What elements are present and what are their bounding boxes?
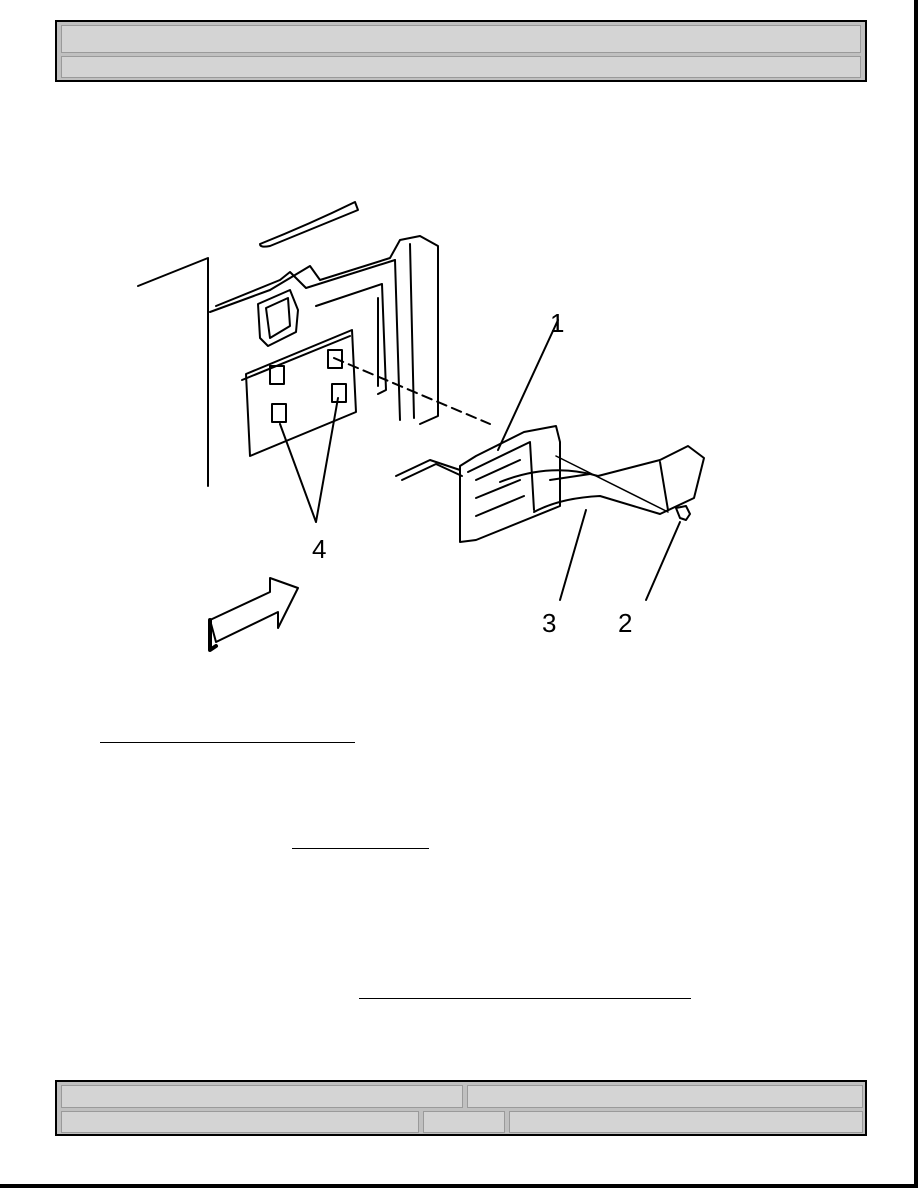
footer-cell-a [61, 1085, 463, 1108]
header-title-row [61, 25, 861, 53]
door-handle-diagram: 1 2 3 4 [137, 201, 705, 652]
handle-bracket [459, 425, 561, 543]
header-subtitle-row [61, 56, 861, 78]
callout-2: 2 [618, 608, 632, 638]
document-header [55, 20, 867, 82]
upper-pocket [257, 289, 299, 347]
screw [675, 505, 691, 521]
inner-frame [209, 235, 439, 425]
reference-link-2[interactable] [292, 848, 429, 849]
top-wire [259, 201, 359, 248]
footer-cell-d [423, 1111, 505, 1133]
alignment-line [333, 357, 491, 425]
footer-cell-b [467, 1085, 863, 1108]
callout-4: 4 [312, 534, 326, 564]
document-footer [55, 1080, 867, 1136]
reference-link-1[interactable] [100, 742, 355, 743]
door-panel-edge [137, 257, 209, 487]
callout-3: 3 [542, 608, 556, 638]
mounting-plate [245, 329, 357, 457]
reference-link-3[interactable] [359, 998, 691, 999]
direction-arrow [209, 577, 299, 643]
footer-cell-c [61, 1111, 419, 1133]
callout-1: 1 [550, 308, 564, 338]
handle-lever [499, 445, 705, 515]
footer-cell-e [509, 1111, 863, 1133]
actuator-rod [395, 459, 461, 477]
